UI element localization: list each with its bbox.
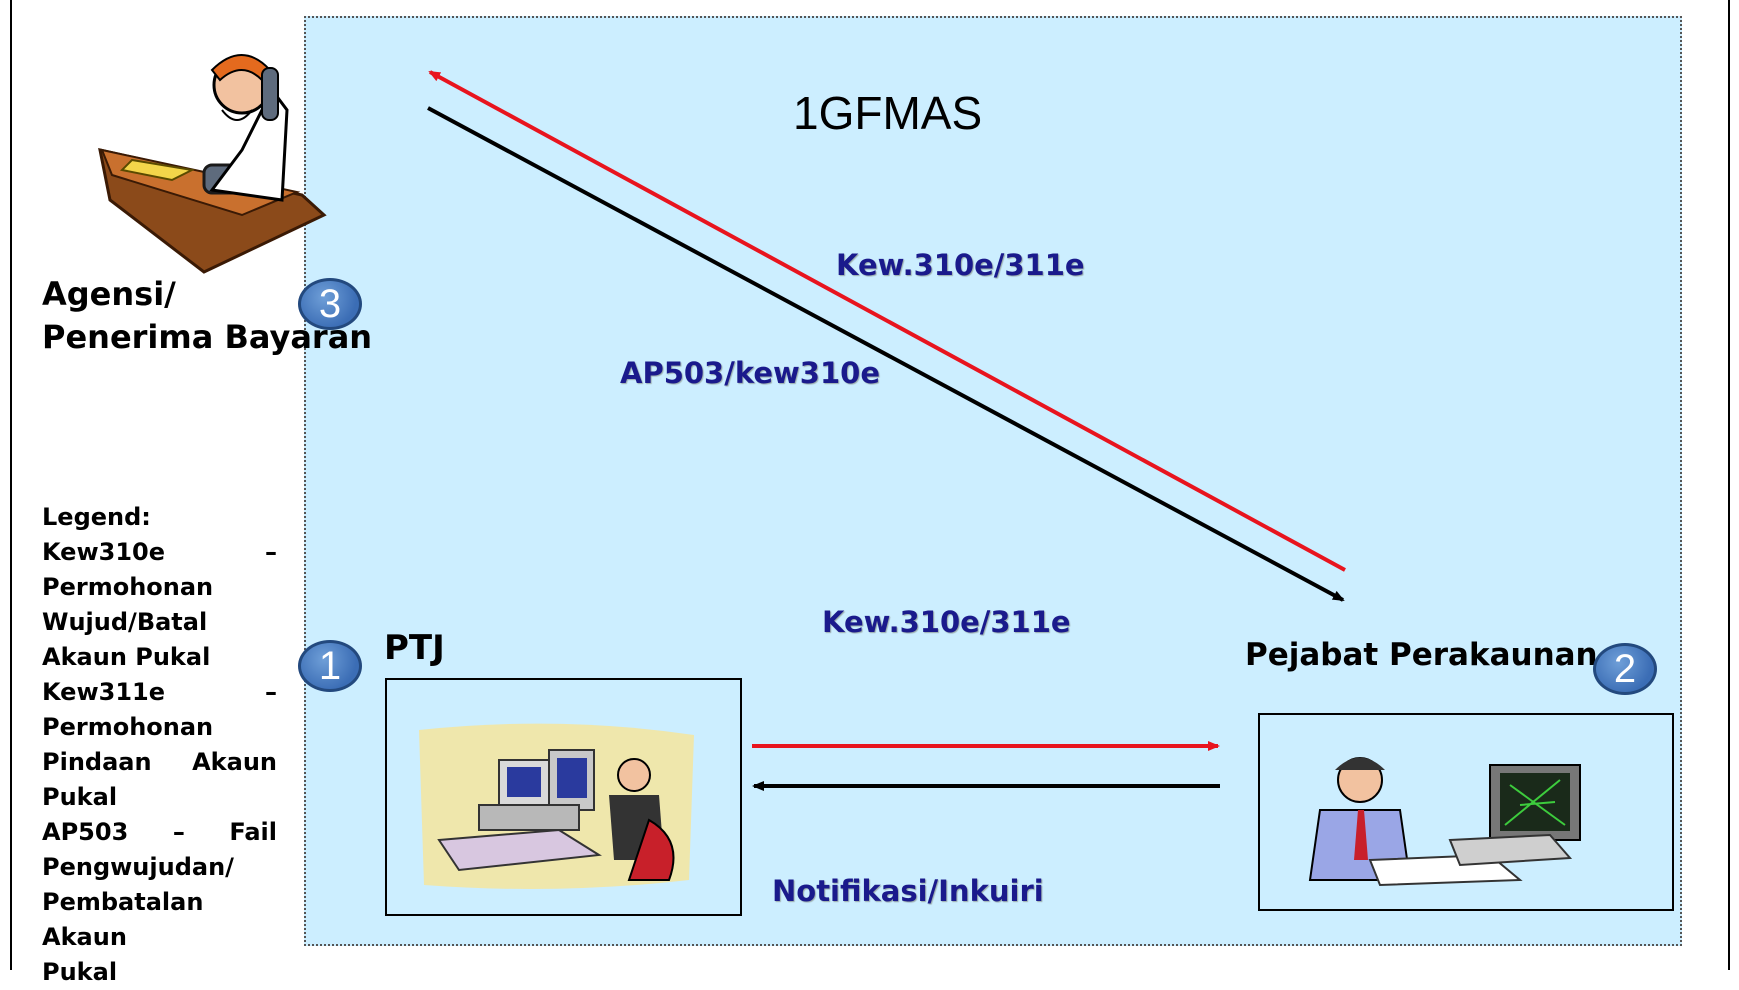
legend-line: Pembatalan Akaun (42, 888, 204, 951)
legend: Legend: Kew310e – Permohonan Wujud/Batal… (42, 500, 277, 990)
legend-line: Pindaan Akaun (42, 748, 277, 776)
accounting-box (1258, 713, 1674, 911)
legend-line: Kew310e – (42, 538, 277, 566)
ptj-box (385, 678, 742, 916)
step-badge-1: 1 (298, 640, 362, 692)
system-title: 1GFMAS (793, 87, 983, 139)
legend-title: Legend: (42, 503, 151, 531)
ptj-label: PTJ (384, 628, 445, 668)
arrow-from-agency (427, 106, 1345, 602)
legend-line: AP503 – Fail (42, 818, 277, 846)
legend-line: Pengwujudan/ (42, 853, 234, 881)
step-badge-2: 2 (1593, 643, 1657, 695)
computer-worker-icon (419, 723, 694, 889)
legend-line: Kew311e – (42, 678, 277, 706)
flow-label-from-agency: AP503/kew310e (620, 356, 880, 390)
step-badge-3: 3 (298, 278, 362, 330)
accountant-icon (1308, 757, 1581, 887)
legend-line: Pukal (42, 783, 118, 811)
flow-label-accounting-to-ptj: Notifikasi/Inkuiri (772, 874, 1044, 908)
legend-line: Akaun Pukal (42, 643, 211, 671)
legend-line: Permohonan (42, 573, 214, 601)
phone-worker-icon (98, 54, 327, 274)
legend-line: Permohonan (42, 713, 214, 741)
legend-line: Wujud/Batal (42, 608, 208, 636)
flow-label-ptj-to-accounting: Kew.310e/311e (822, 605, 1071, 639)
agency-label-line1: Agensi/ (42, 275, 176, 313)
accounting-label: Pejabat Perakaunan (1245, 637, 1598, 673)
flow-label-to-agency: Kew.310e/311e (836, 248, 1085, 282)
slide-frame (10, 0, 1730, 970)
arrow-to-agency (428, 70, 1346, 572)
